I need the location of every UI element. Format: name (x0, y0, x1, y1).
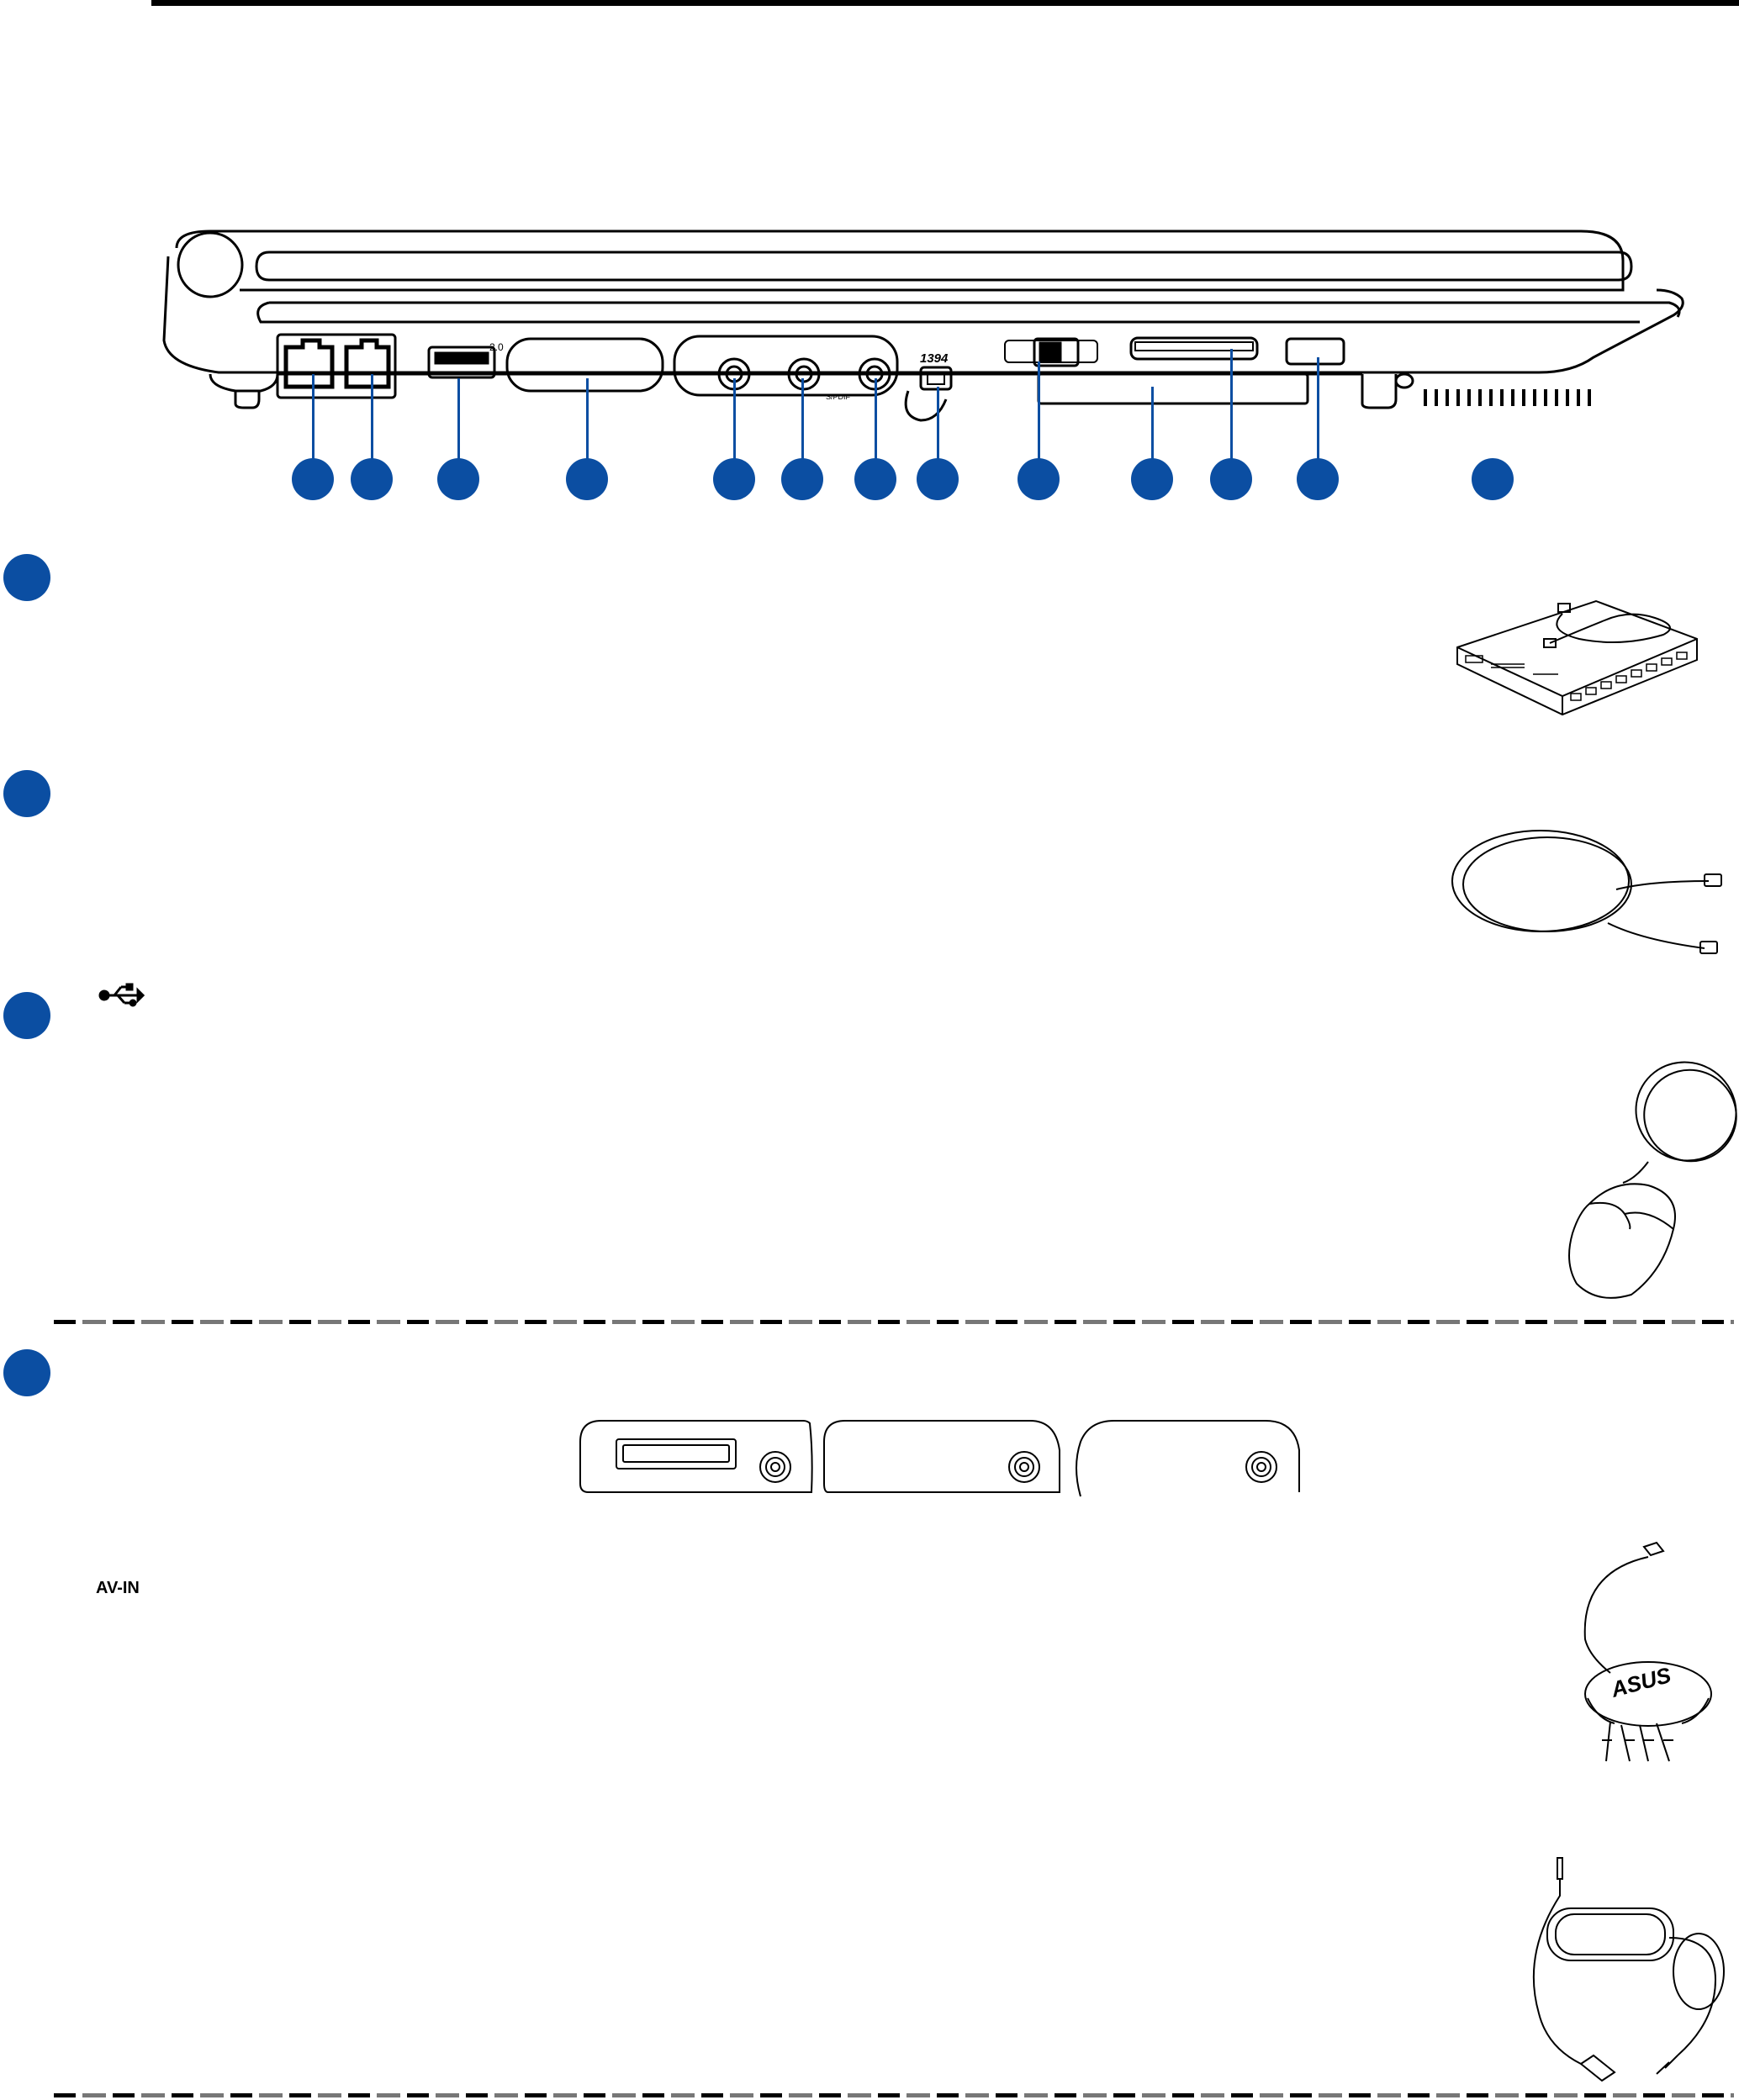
svg-text:ASUS: ASUS (1608, 1662, 1674, 1702)
callout-dot-4 (566, 458, 608, 500)
usb-icon (98, 983, 145, 1007)
callout-line-headphone (875, 378, 877, 483)
callout-dot-6 (781, 458, 823, 500)
callout-line-expresscard (1151, 387, 1154, 483)
phone-cable-illustration (1451, 830, 1722, 954)
callout-line-cir (1317, 357, 1319, 483)
callout-line-panel (586, 378, 589, 483)
spdif-text: S/PDIF (826, 393, 851, 401)
callout-dot-12 (1297, 458, 1339, 500)
callout-dot-8 (917, 458, 959, 500)
section-separator (54, 1320, 1734, 1324)
av-cable-illustration: ASUS (1583, 1541, 1712, 1762)
firewire-text: 1394 (920, 351, 949, 366)
tv-adapter-illustration (1532, 1857, 1725, 2082)
section-dot-lan (3, 554, 50, 601)
av-in-label: AV-IN (96, 1579, 140, 1597)
section-dot-usb (3, 992, 50, 1039)
port-panel-variants (579, 1420, 1300, 1497)
callout-dot-10 (1131, 458, 1173, 500)
bottom-separator (54, 2093, 1734, 2097)
callout-line-line-in (733, 378, 736, 483)
callout-dot-2 (351, 458, 393, 500)
network-hub-illustration (1456, 599, 1698, 716)
callout-dot-11 (1210, 458, 1252, 500)
callout-line-mic (801, 378, 804, 483)
callout-line-usb (457, 378, 460, 483)
callout-line-lan (312, 374, 314, 483)
usb-version-text: 2.0 (489, 341, 504, 353)
callout-dot-13 (1472, 458, 1514, 500)
callout-line-firewire (937, 387, 939, 483)
callout-dot-9 (1018, 458, 1060, 500)
section-dot-modem (3, 770, 50, 817)
mouse-illustration (1568, 1061, 1737, 1299)
callout-dot-7 (854, 458, 896, 500)
callout-dot-1 (292, 458, 334, 500)
callout-line-memory-card (1230, 349, 1233, 483)
callout-dot-5 (713, 458, 755, 500)
callout-line-modem (371, 374, 373, 483)
callout-dot-3 (437, 458, 479, 500)
callout-line-wireless (1038, 361, 1040, 483)
section-dot-av (3, 1349, 50, 1396)
laptop-side-view: 2.0 1394 S/PDIF (162, 230, 1684, 422)
top-rule (151, 0, 1739, 6)
